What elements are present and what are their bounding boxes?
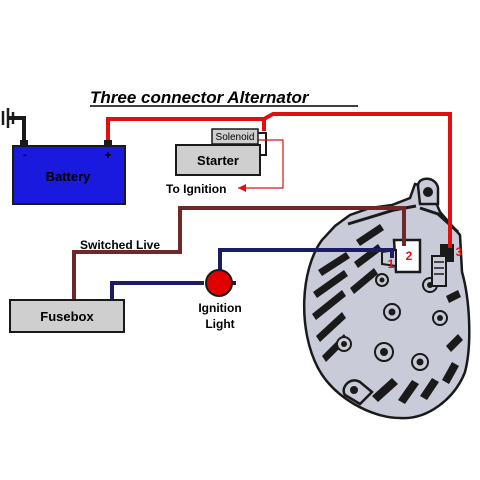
fusebox-label: Fusebox: [40, 309, 94, 324]
fusebox: Fusebox: [9, 299, 125, 333]
ignition-light-icon: [205, 269, 233, 297]
ignition-light-line1: Ignition: [198, 301, 241, 315]
solenoid-feed: [258, 132, 267, 156]
battery-label: Battery: [46, 169, 92, 184]
solenoid-label: Solenoid: [216, 132, 255, 143]
ground-icon: [1, 108, 15, 128]
battery-minus: -: [23, 149, 27, 161]
to-ignition-label: To Ignition: [166, 182, 226, 196]
starter-label: Starter: [197, 153, 239, 168]
ignition-light-line2: Light: [205, 317, 234, 331]
diagram-title: Three connector Alternator: [90, 88, 310, 107]
starter: Solenoid Starter: [175, 128, 261, 176]
battery: - + Battery: [12, 140, 126, 205]
positive-wire: [106, 112, 452, 248]
alternator-icon: [303, 177, 471, 420]
terminal-3-label: 3: [456, 245, 463, 259]
switched-live-label: Switched Live: [80, 238, 160, 252]
ignition-wire: [238, 139, 284, 189]
switched-live-wire: [72, 206, 406, 300]
terminal-1-label: 1: [388, 257, 395, 271]
battery-plus: +: [104, 148, 111, 162]
terminal-2-label: 2: [406, 249, 413, 263]
